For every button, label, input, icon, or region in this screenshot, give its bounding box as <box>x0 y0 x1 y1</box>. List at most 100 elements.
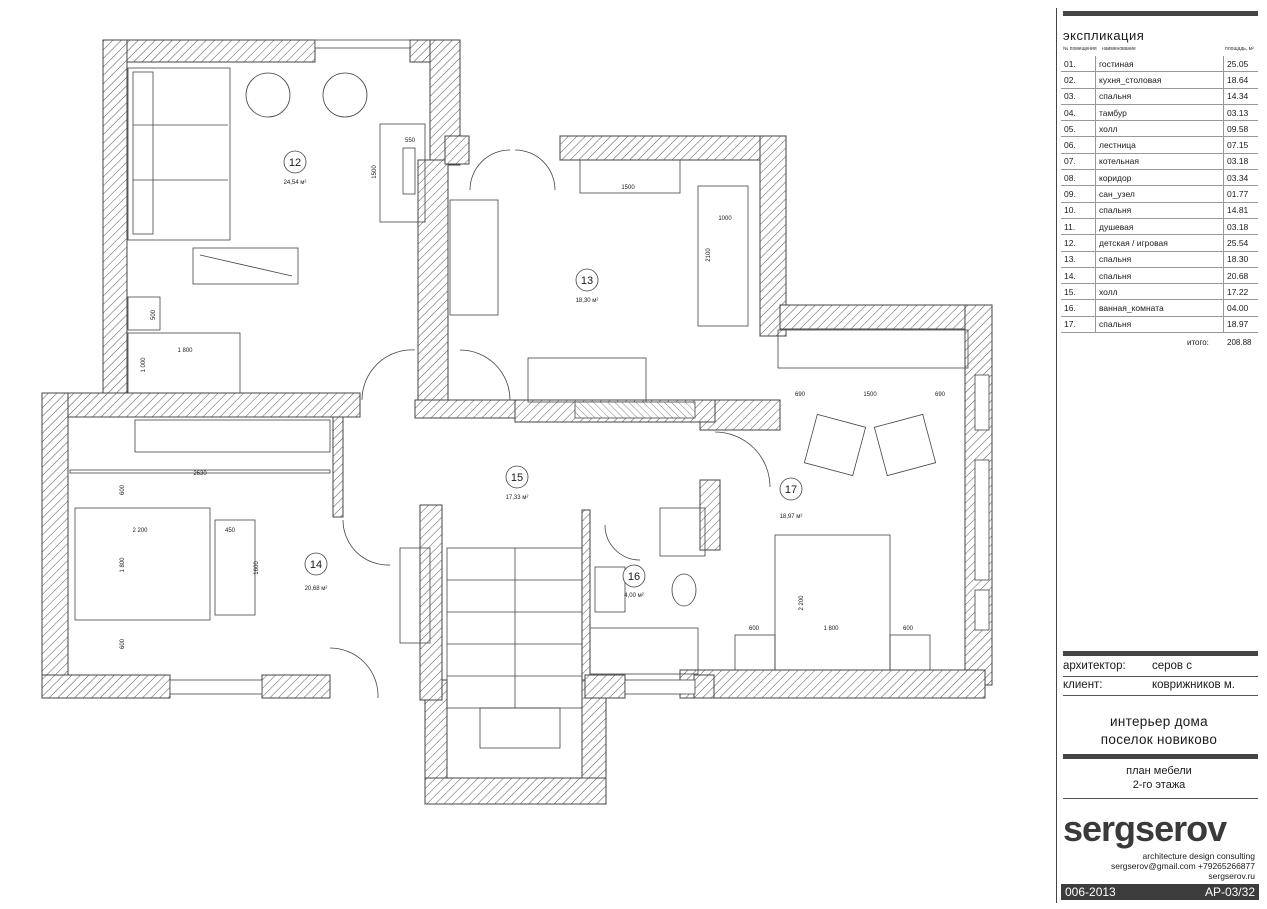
dim-600-a: 600 <box>120 484 126 495</box>
explication-name-cell: тамбур <box>1095 104 1224 122</box>
dim-690-b: 690 <box>935 392 946 398</box>
explication-num-cell: 07. <box>1061 153 1096 171</box>
explication-area-cell: 01.77 <box>1223 185 1258 203</box>
dim-600-b: 600 <box>120 638 126 649</box>
furniture <box>69 39 990 749</box>
title-block: экспликация № помещения наименование пло… <box>1056 8 1261 903</box>
room-16-number: 16 <box>628 571 640 583</box>
dim-1500-b: 1500 <box>372 165 378 179</box>
explication-area-cell: 20.68 <box>1223 267 1258 285</box>
explication-name-cell: холл <box>1095 120 1224 138</box>
room-17-number: 17 <box>785 484 797 496</box>
explication-title: экспликация <box>1063 28 1145 43</box>
explication-area-cell: 18.64 <box>1223 71 1258 89</box>
project-code: 006-2013 <box>1065 885 1116 899</box>
dimension-labels: 550 1500 1500 1000 2100 500 1 800 1 000 … <box>120 138 946 649</box>
explication-name-cell: спальня <box>1095 267 1224 285</box>
explication-num-cell: 10. <box>1061 202 1096 219</box>
explication-num-cell: 01. <box>1061 56 1096 73</box>
dim-1800-c: 1 800 <box>823 626 839 632</box>
footer-bar: 006-2013 АР-03/32 <box>1061 884 1259 900</box>
explication-name-cell: ванная_комната <box>1095 299 1224 317</box>
top-bar <box>1063 11 1258 16</box>
explication-area-cell: 09.58 <box>1223 120 1258 138</box>
explication-name-cell: лестница <box>1095 136 1224 154</box>
col-num-header: № помещения <box>1063 46 1097 52</box>
explication-name-cell: котельная <box>1095 153 1224 171</box>
dim-2630: 2630 <box>193 471 207 477</box>
architect-name: серов с <box>1152 660 1192 672</box>
info-bar <box>1063 651 1258 656</box>
client-label: клиент: <box>1063 679 1103 691</box>
brand-contact: sergserov@gmail.com +79265266877 <box>1110 861 1255 871</box>
explication-name-cell: спальня <box>1095 88 1224 105</box>
explication-num-cell: 05. <box>1061 120 1096 138</box>
explication-num-cell: 06. <box>1061 136 1096 154</box>
room-15-number: 15 <box>511 472 523 484</box>
brand-site: sergserov.ru <box>1208 871 1255 881</box>
dim-1500-a: 1500 <box>621 185 635 191</box>
room-13-area: 18,30 м² <box>576 298 599 304</box>
explication-num-cell: 03. <box>1061 88 1096 105</box>
explication-area-cell: 03.13 <box>1223 104 1258 122</box>
dim-450: 450 <box>225 528 236 534</box>
room-labels: 12 24,54 м² 13 18,30 м² 14 20,68 м² 15 1… <box>284 150 803 599</box>
room-13-number: 13 <box>581 275 593 287</box>
dim-2200-a: 2 200 <box>132 528 148 534</box>
explication-num-cell: 12. <box>1061 234 1096 252</box>
sheet-number: АР-03/32 <box>1204 885 1255 899</box>
explication-area-cell: 03.18 <box>1223 153 1258 171</box>
dim-1600: 1600 <box>254 561 260 575</box>
explication-name-cell: холл <box>1095 283 1224 301</box>
explication-area-cell: 14.34 <box>1223 88 1258 105</box>
explication-area-cell: 04.00 <box>1223 299 1258 317</box>
explication-area-cell: 03.18 <box>1223 218 1258 236</box>
dim-1800-a: 1 800 <box>177 348 193 354</box>
room-17-area: 18,97 м² <box>780 514 803 520</box>
explication-area-cell: 18.97 <box>1223 316 1258 334</box>
explication-area-cell: 17.22 <box>1223 283 1258 301</box>
doors <box>329 149 771 699</box>
explication-num-cell: 14. <box>1061 267 1096 285</box>
explication-name-cell: коридор <box>1095 169 1224 187</box>
dim-1800-b: 1 800 <box>120 557 126 573</box>
dim-600-d: 600 <box>903 626 914 632</box>
explication-num-cell: 02. <box>1061 71 1096 89</box>
explication-num-cell: 09. <box>1061 185 1096 203</box>
explication-num-cell: 08. <box>1061 169 1096 187</box>
explication-area-cell: 03.34 <box>1223 169 1258 187</box>
dim-1500-c: 1500 <box>863 392 877 398</box>
room-15-area: 17,33 м² <box>506 495 529 501</box>
explication-num-cell: 13. <box>1061 251 1096 268</box>
explication-num-cell: 17. <box>1061 316 1096 334</box>
explication-name-cell: детская / игровая <box>1095 234 1224 252</box>
room-12-area: 24,54 м² <box>284 180 307 186</box>
brand-logo: sergserov <box>1063 808 1227 849</box>
sheet-line-1: план мебели <box>1126 765 1192 777</box>
dim-1000-b: 1 000 <box>141 357 147 373</box>
dim-600-c: 600 <box>749 626 760 632</box>
explication-num-cell: 04. <box>1061 104 1096 122</box>
room-14-number: 14 <box>310 559 322 571</box>
project-line-1: интерьер дома <box>1110 714 1208 729</box>
explication-area-cell: 25.05 <box>1223 56 1258 73</box>
project-line-2: поселок новиково <box>1100 732 1218 747</box>
architect-label: архитектор: <box>1063 660 1126 672</box>
room-16-area: 4,00 м² <box>624 593 643 599</box>
